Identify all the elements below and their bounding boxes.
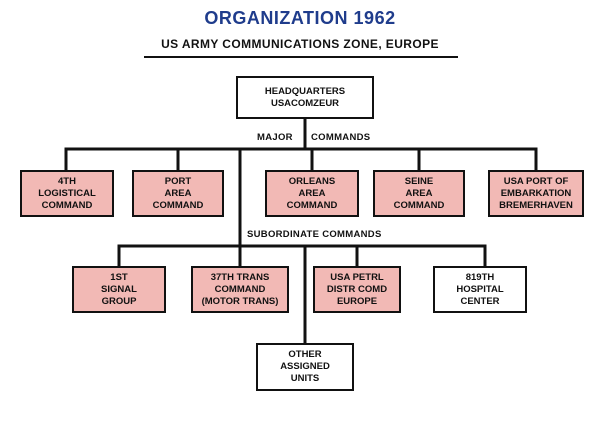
box-line: ORLEANS <box>288 175 336 187</box>
box-line: (MOTOR TRANS) <box>201 295 279 307</box>
major-command-box: SEINE AREA COMMAND <box>373 170 465 217</box>
hq-box: HEADQUARTERS USACOMZEUR <box>236 76 374 119</box>
hq-line-1: HEADQUARTERS <box>264 85 346 97</box>
box-line: GROUP <box>101 295 137 307</box>
box-line: DISTR COMD <box>326 283 388 295</box>
box-line: EMBARKATION <box>500 187 572 199</box>
subtitle-underline <box>144 56 458 58</box>
box-line: 4TH <box>58 175 76 187</box>
box-line: HOSPITAL <box>456 283 504 295</box>
box-line: COMMAND <box>393 199 445 211</box>
box-line: 819TH <box>465 271 495 283</box>
box-line: USA PORT OF <box>503 175 569 187</box>
subordinate-command-box: 37TH TRANS COMMAND (MOTOR TRANS) <box>191 266 289 313</box>
box-line: SEINE <box>404 175 434 187</box>
major-commands-label-right: COMMANDS <box>308 132 374 143</box>
box-line: AREA <box>164 187 192 199</box>
box-line: AREA <box>405 187 433 199</box>
box-line: UNITS <box>290 373 320 384</box>
box-line: COMMAND <box>41 199 93 211</box>
major-command-box: 4TH LOGISTICAL COMMAND <box>20 170 114 217</box>
box-line: CENTER <box>460 295 500 307</box>
box-line: ASSIGNED <box>280 361 330 372</box>
other-units-box: OTHER ASSIGNED UNITS <box>256 343 354 391</box>
hq-line-2: USACOMZEUR <box>270 97 340 109</box>
subordinate-command-box: 819TH HOSPITAL CENTER <box>433 266 527 313</box>
box-line: COMMAND <box>152 199 204 211</box>
chart-subtitle: US ARMY COMMUNICATIONS ZONE, EUROPE <box>161 37 439 51</box>
box-line: BREMERHAVEN <box>499 199 573 211</box>
box-line: 37TH TRANS <box>210 271 270 283</box>
box-line: 1ST <box>110 271 128 283</box>
box-line: USA PETRL <box>330 271 384 283</box>
major-command-box: PORT AREA COMMAND <box>132 170 224 217</box>
chart-title: ORGANIZATION 1962 <box>204 8 396 28</box>
box-line: PORT <box>164 175 192 187</box>
subordinate-command-box: USA PETRL DISTR COMD EUROPE <box>313 266 401 313</box>
box-line: COMMAND <box>214 283 266 295</box>
box-line: AREA <box>298 187 326 199</box>
box-line: EUROPE <box>336 295 378 307</box>
major-command-box: USA PORT OF EMBARKATION BREMERHAVEN <box>488 170 584 217</box>
box-line: OTHER <box>288 349 322 360</box>
subordinate-command-box: 1ST SIGNAL GROUP <box>72 266 166 313</box>
subordinate-commands-label: SUBORDINATE COMMANDS <box>244 229 385 240</box>
box-line: SIGNAL <box>101 283 137 295</box>
major-command-box: ORLEANS AREA COMMAND <box>265 170 359 217</box>
box-line: LOGISTICAL <box>38 187 96 199</box>
major-commands-label-left: MAJOR <box>254 132 296 143</box>
box-line: COMMAND <box>286 199 338 211</box>
